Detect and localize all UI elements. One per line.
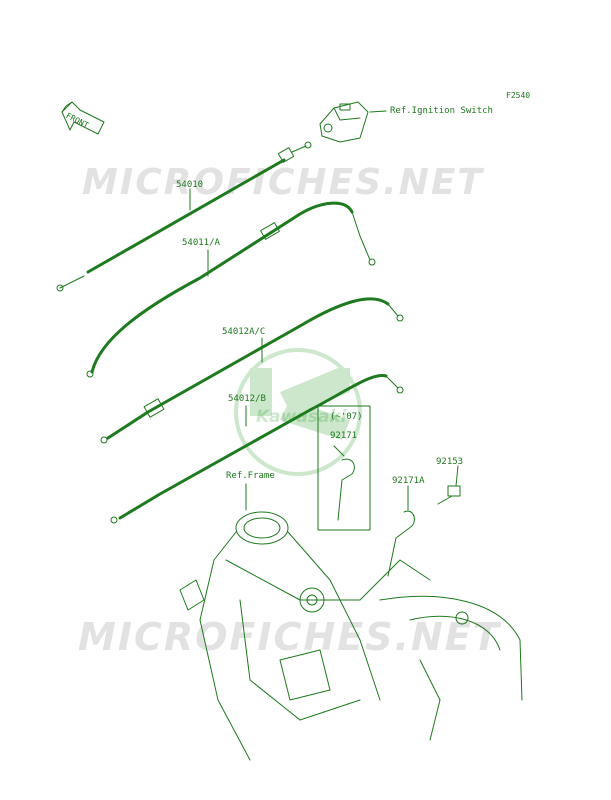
bolt-92153 bbox=[437, 465, 461, 505]
frame-assembly bbox=[179, 483, 523, 761]
ref-frame-label: Ref.Frame bbox=[226, 471, 275, 481]
part-label-54012B: 54012/B bbox=[228, 394, 266, 404]
year-inset-box bbox=[317, 405, 371, 531]
cable-54010 bbox=[56, 141, 312, 292]
part-label-54011A: 54011/A bbox=[182, 238, 220, 248]
diagram-code: F2540 bbox=[506, 91, 531, 100]
clamp-92171A bbox=[387, 485, 415, 577]
part-label-54012AC: 54012A/C bbox=[222, 327, 266, 337]
kawasaki-logo-icon bbox=[234, 348, 362, 476]
part-label-92153: 92153 bbox=[436, 457, 464, 467]
watermark-top: MICROFICHES.NET bbox=[82, 162, 484, 203]
part-label-92171A: 92171A bbox=[392, 476, 425, 486]
watermark-bottom: MICROFICHES.NET bbox=[78, 615, 501, 659]
cable-54012B bbox=[110, 374, 404, 524]
cable-54012AC bbox=[100, 297, 404, 444]
ref-ignition-switch-label: Ref.Ignition Switch bbox=[390, 106, 493, 116]
kawasaki-logo-text: Kawasaki bbox=[256, 407, 347, 427]
ignition-switch-bracket bbox=[319, 101, 387, 143]
part-label-54010: 54010 bbox=[176, 180, 204, 190]
cable-54011A bbox=[86, 201, 376, 378]
year-note-label: (~'07) bbox=[330, 412, 363, 422]
front-arrow-icon bbox=[61, 101, 105, 135]
part-label-92171: 92171 bbox=[330, 431, 358, 441]
